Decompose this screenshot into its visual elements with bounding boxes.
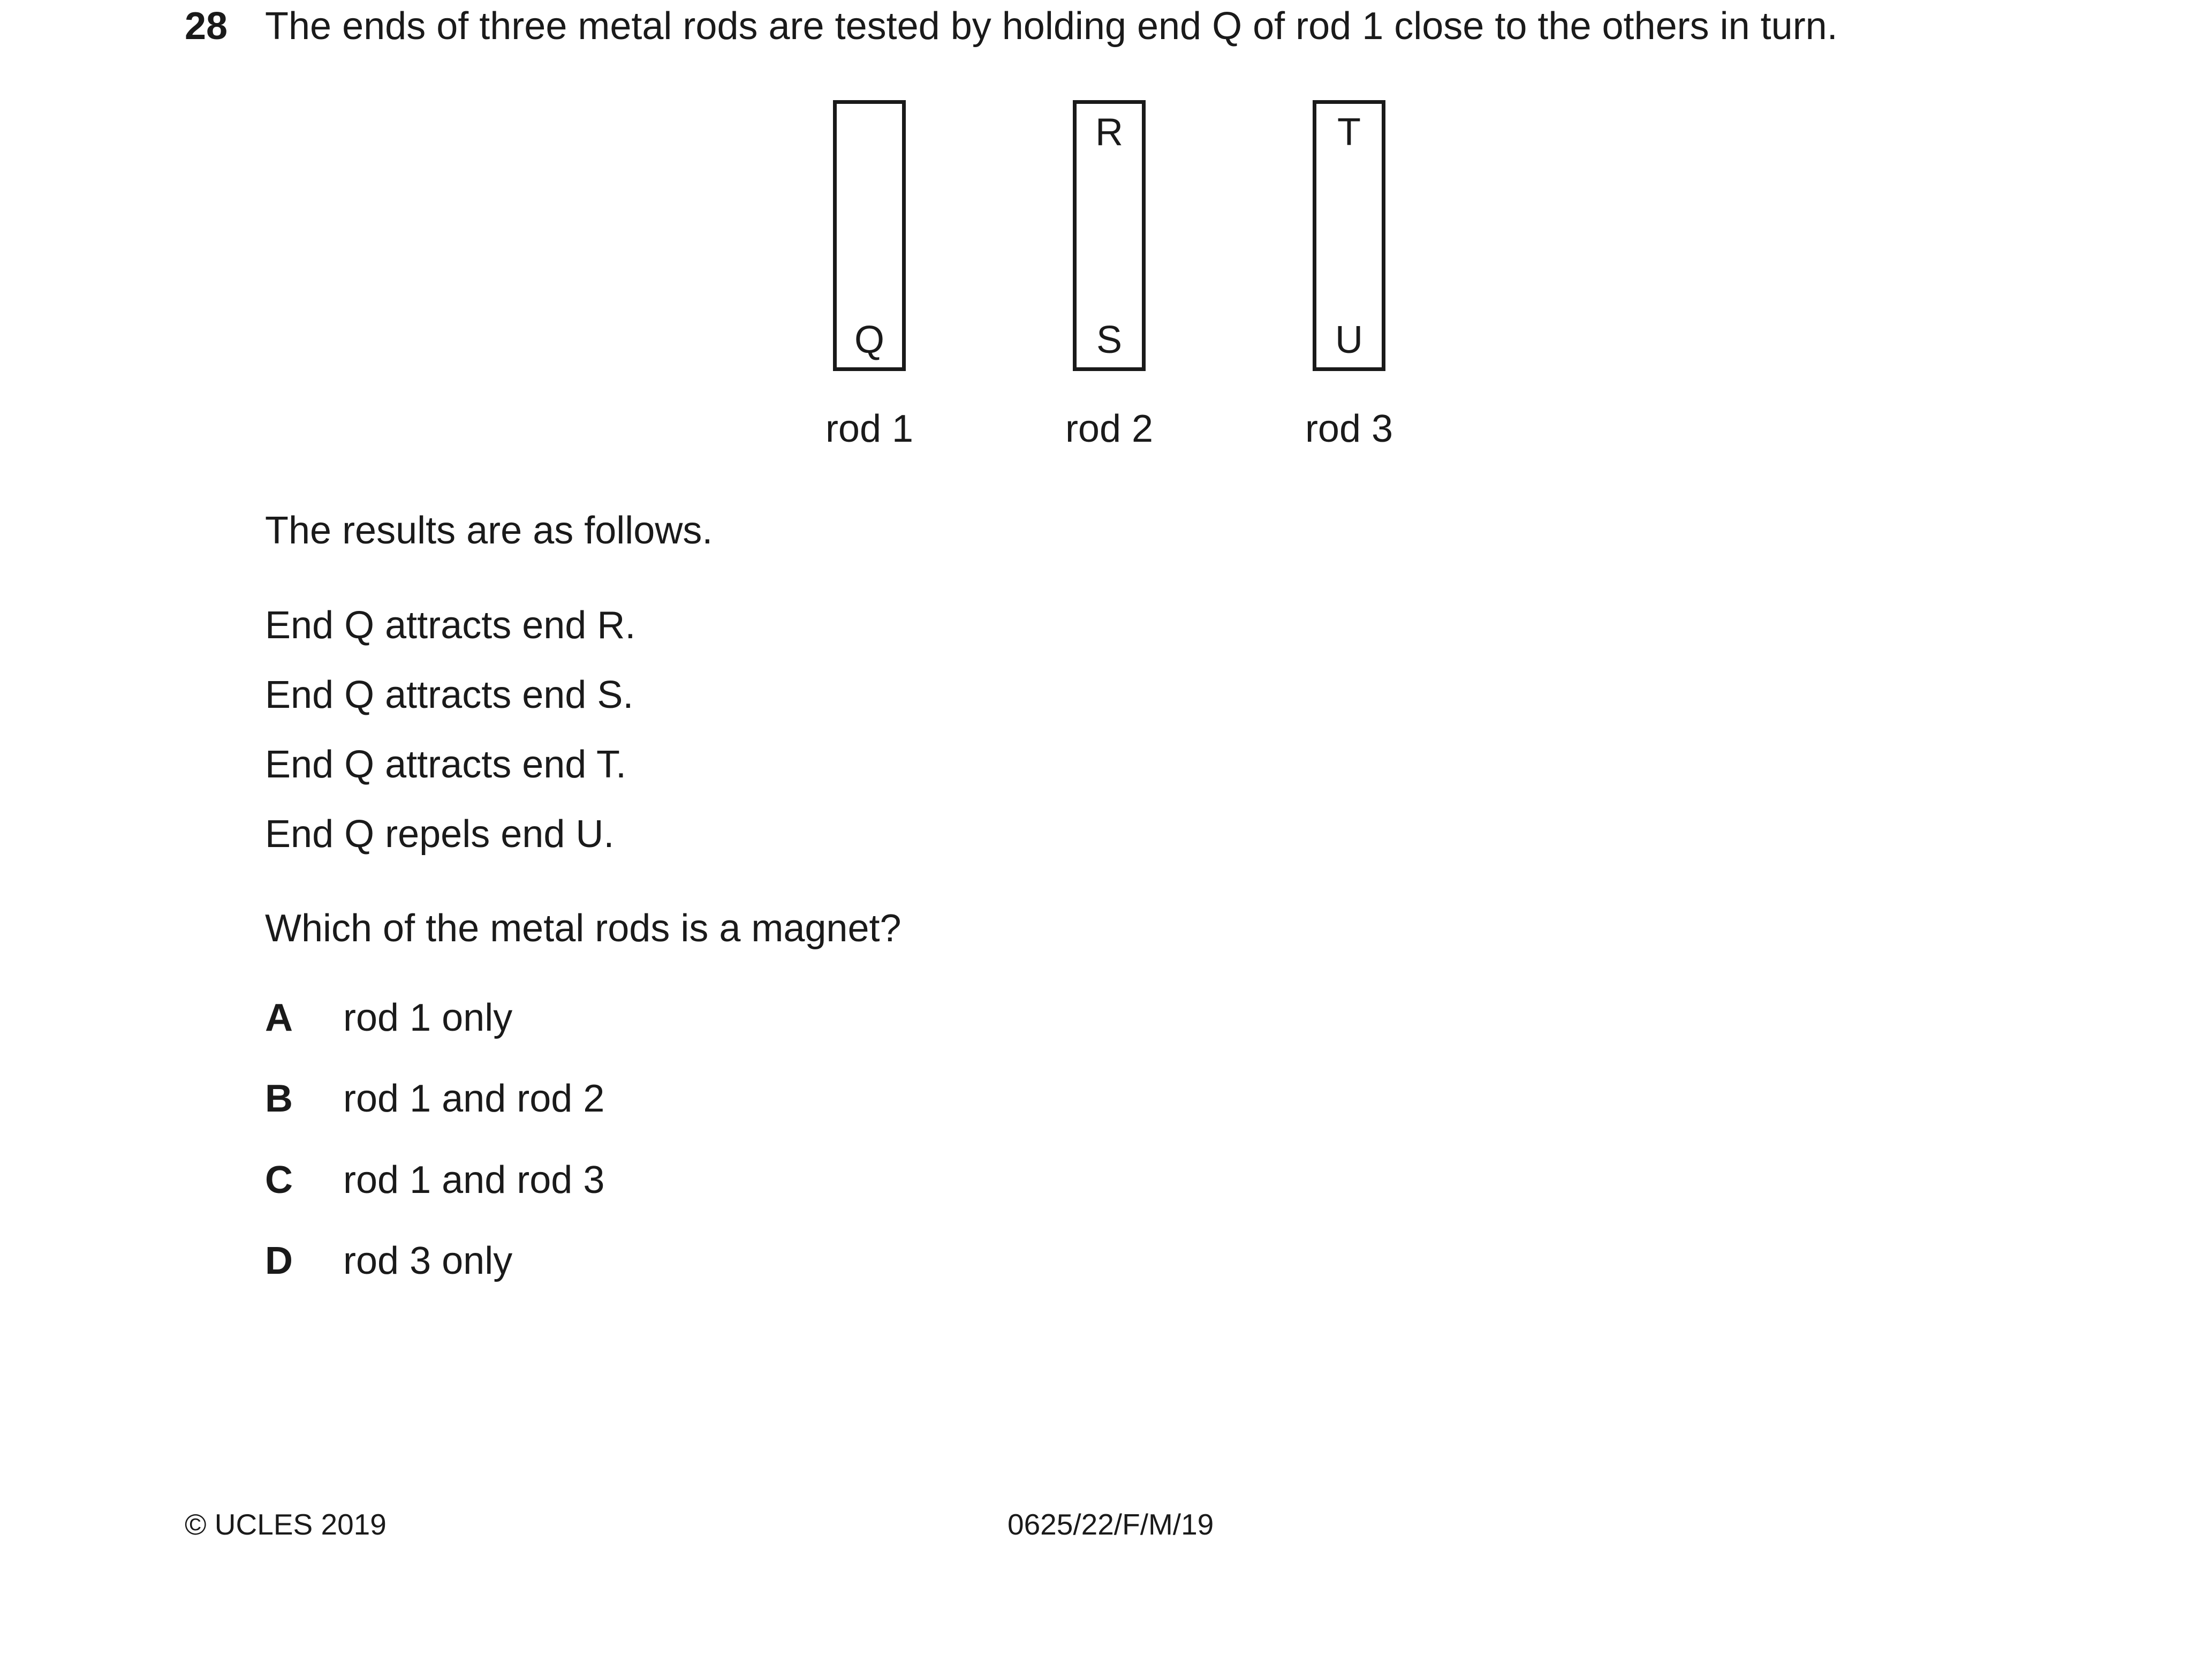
result-line: End Q repels end U. <box>265 813 615 856</box>
option-a-text[interactable]: rod 1 only <box>343 996 513 1039</box>
rod-3-end-u-label: U <box>1335 319 1363 361</box>
option-d-text[interactable]: rod 3 only <box>343 1240 513 1282</box>
option-a-letter[interactable]: A <box>265 996 293 1039</box>
rod-1-caption: rod 1 <box>825 407 914 450</box>
result-line: End Q attracts end R. <box>265 604 636 647</box>
rod-2-end-r-label: R <box>1095 111 1123 154</box>
question-stem: The ends of three metal rods are tested … <box>265 5 1838 48</box>
question-prompt: Which of the metal rods is a magnet? <box>265 907 902 950</box>
result-line: End Q attracts end S. <box>265 674 634 716</box>
rod-1-box: Q <box>833 100 906 371</box>
option-b-letter[interactable]: B <box>265 1077 293 1120</box>
results-intro: The results are as follows. <box>265 509 713 552</box>
rod-2-caption: rod 2 <box>1065 407 1154 450</box>
footer-paper-code: 0625/22/F/M/19 <box>1007 1508 1214 1541</box>
result-line: End Q attracts end T. <box>265 743 627 786</box>
option-b-text[interactable]: rod 1 and rod 2 <box>343 1077 605 1120</box>
option-d-letter[interactable]: D <box>265 1240 293 1282</box>
rod-3-caption: rod 3 <box>1305 407 1393 450</box>
option-c-text[interactable]: rod 1 and rod 3 <box>343 1159 605 1202</box>
rod-2-end-s-label: S <box>1096 319 1123 361</box>
footer-copyright: © UCLES 2019 <box>185 1508 387 1541</box>
question-number: 28 <box>185 5 228 48</box>
rod-3-end-t-label: T <box>1337 111 1361 154</box>
rod-1-end-q-label: Q <box>854 319 884 361</box>
rod-2-box: R S <box>1073 100 1146 371</box>
option-c-letter[interactable]: C <box>265 1159 293 1202</box>
rod-3-box: T U <box>1313 100 1385 371</box>
